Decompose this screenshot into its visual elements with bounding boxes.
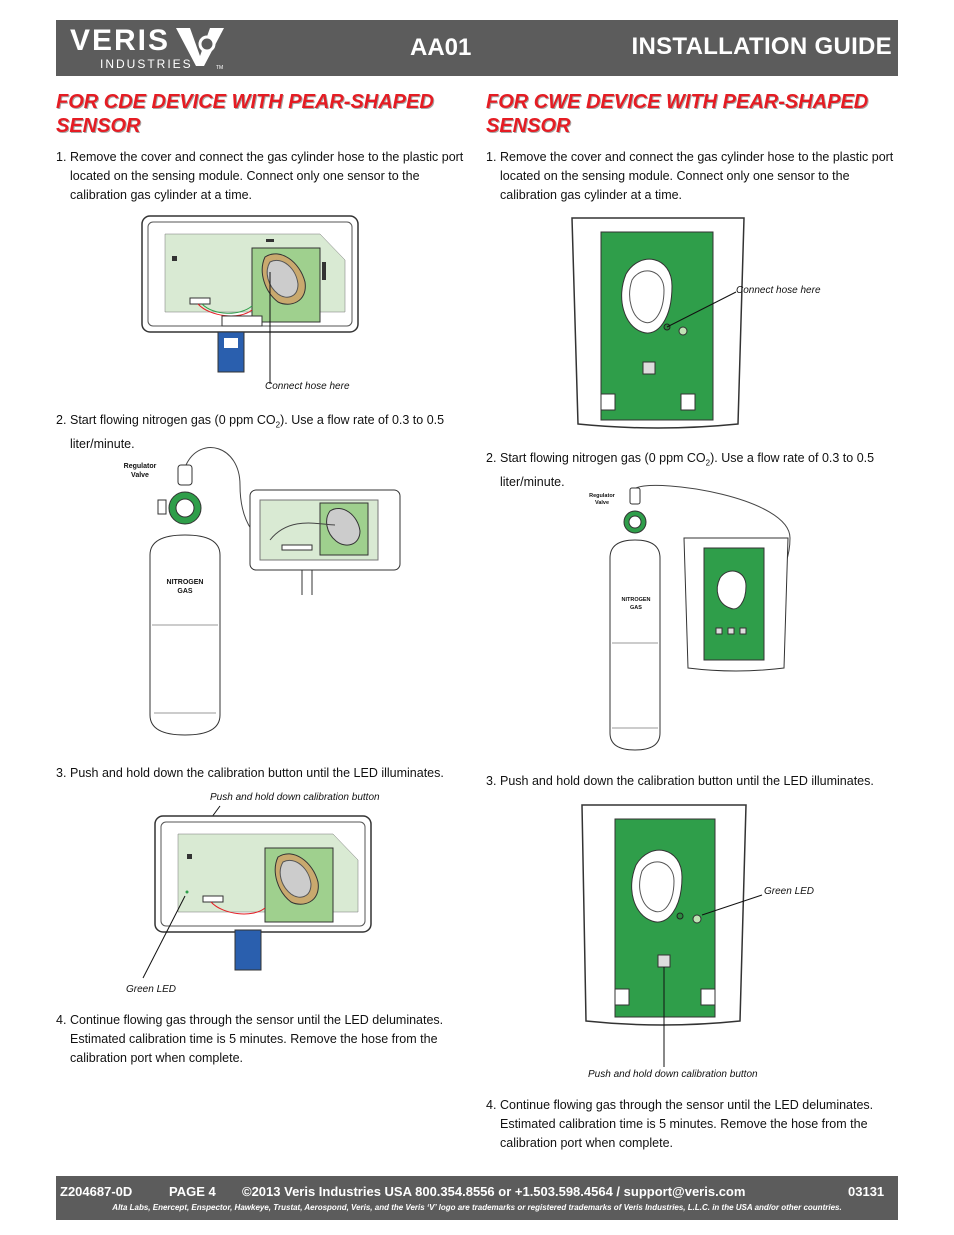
nitrogen-cylinder-diagram — [149, 447, 401, 736]
step-text-b: ). Use a flow rate of 0.3 to 0.5 liter/m… — [70, 413, 445, 451]
footer-code: 03131 — [848, 1184, 885, 1199]
cwe-device-led-diagram — [581, 804, 763, 1067]
label-line: Regulator — [589, 493, 615, 499]
logo-tm: TM — [216, 65, 224, 71]
veris-logo: VERIS INDUSTRIES TM — [66, 24, 236, 74]
label-line: NITROGEN — [621, 597, 651, 603]
step-text: Remove the cover and connect the gas cyl… — [500, 150, 894, 202]
label-line: NITROGEN — [166, 579, 204, 586]
right-step-4: 4. Continue flowing gas through the sens… — [486, 1096, 896, 1153]
cwe-device-diagram — [571, 217, 745, 429]
left-fig3-caption-led: Green LED — [126, 984, 177, 995]
footer-doc-number: Z204687-0D — [60, 1184, 133, 1199]
left-step-2: 2. Start flowing nitrogen gas (0 ppm CO2… — [56, 411, 466, 454]
label-line: GAS — [630, 605, 642, 611]
footer-copyright: ©2013 Veris Industries USA 800.354.8556 … — [242, 1184, 746, 1199]
step-text-a: Start flowing nitrogen gas (0 ppm CO — [500, 451, 706, 465]
right-fig3-caption-led: Green LED — [764, 886, 815, 897]
label-line: GAS — [177, 588, 193, 595]
left-section-heading: FOR CDE DEVICE WITH PEAR-SHAPED SENSOR — [56, 90, 434, 138]
right-step-3: 3. Push and hold down the calibration bu… — [486, 772, 896, 791]
step-text: Push and hold down the calibration butto… — [500, 774, 874, 788]
footer-page-number: PAGE 4 — [169, 1184, 216, 1199]
step-number: 3. — [56, 766, 67, 780]
footer-trademark-note: Alta Labs, Enercept, Enspector, Hawkeye,… — [112, 1203, 842, 1212]
left-heading-line2: SENSOR — [56, 115, 141, 137]
right-section-heading: FOR CWE DEVICE WITH PEAR-SHAPED SENSOR — [486, 90, 868, 138]
doc-code: AA01 — [410, 34, 472, 61]
right-regulator-label: Regulator Valve — [584, 493, 620, 507]
label-line: Valve — [594, 500, 610, 506]
left-regulator-label: Regulator Valve — [118, 462, 162, 480]
step-number: 3. — [486, 774, 497, 788]
step-number: 4. — [56, 1013, 67, 1027]
step-text: Continue flowing gas through the sensor … — [500, 1098, 874, 1150]
left-fig3-caption-button: Push and hold down calibration button — [210, 792, 380, 803]
label-line: Valve — [131, 472, 149, 479]
logo-subtitle: INDUSTRIES — [100, 57, 193, 71]
v-logo-icon — [176, 28, 224, 66]
label-line: Regulator — [123, 463, 157, 470]
step-text-a: Start flowing nitrogen gas (0 ppm CO — [70, 413, 276, 427]
left-gas-label: NITROGEN GAS — [160, 578, 210, 596]
step-text-b: ). Use a flow rate of 0.3 to 0.5 liter/m… — [500, 451, 875, 489]
cde-device-diagram — [141, 215, 359, 384]
step-number: 1. — [486, 150, 497, 164]
right-step-1: 1. Remove the cover and connect the gas … — [486, 148, 896, 205]
step-number: 4. — [486, 1098, 497, 1112]
step-number: 2. — [486, 451, 497, 465]
right-heading-line2: SENSOR — [486, 115, 571, 137]
right-step-2: 2. Start flowing nitrogen gas (0 ppm CO2… — [486, 449, 896, 492]
step-number: 1. — [56, 150, 67, 164]
left-step-4: 4. Continue flowing gas through the sens… — [56, 1011, 466, 1068]
step-text: Continue flowing gas through the sensor … — [70, 1013, 444, 1065]
step-subscript: 2 — [275, 420, 281, 430]
step-subscript: 2 — [705, 458, 711, 468]
step-number: 2. — [56, 413, 67, 427]
left-step-1: 1. Remove the cover and connect the gas … — [56, 148, 466, 205]
cde-device-led-diagram — [142, 805, 372, 979]
right-heading-line1: FOR CWE DEVICE WITH PEAR-SHAPED — [486, 91, 869, 113]
logo-wordmark: VERIS — [70, 24, 171, 57]
left-heading-line1: FOR CDE DEVICE WITH PEAR-SHAPED — [56, 91, 434, 113]
step-text: Push and hold down the calibration butto… — [70, 766, 444, 780]
left-fig1-caption: Connect hose here — [265, 381, 350, 392]
page-title: INSTALLATION GUIDE — [631, 33, 892, 60]
step-text: Remove the cover and connect the gas cyl… — [70, 150, 464, 202]
nitrogen-cylinder-cwe-diagram — [609, 485, 791, 751]
footer-bar — [56, 1176, 898, 1220]
right-gas-label: NITROGEN GAS — [616, 596, 656, 612]
right-fig1-caption: Connect hose here — [736, 285, 821, 296]
right-fig3-caption-button: Push and hold down calibration button — [588, 1069, 758, 1080]
left-step-3: 3. Push and hold down the calibration bu… — [56, 764, 466, 783]
